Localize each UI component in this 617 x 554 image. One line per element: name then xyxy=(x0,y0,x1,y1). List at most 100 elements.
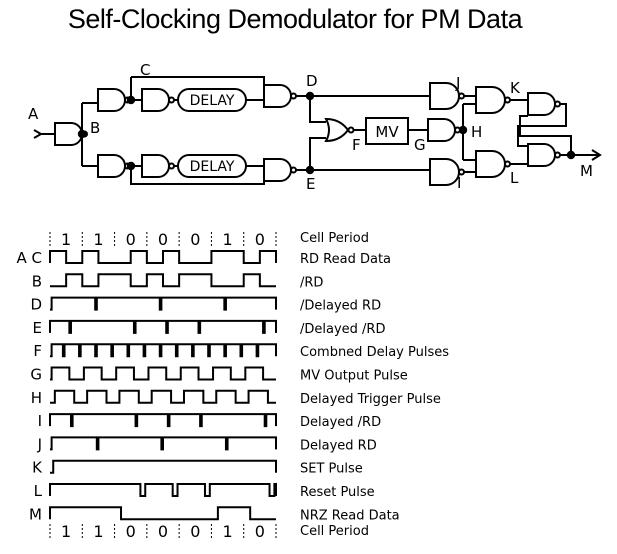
node-label-d: D xyxy=(306,72,318,90)
cell-period-row: 1 1 0 0 0 1 0 xyxy=(49,230,277,249)
junction-dot xyxy=(77,129,87,139)
inverter-bubble xyxy=(504,96,511,104)
lower-pre-delay-gate xyxy=(141,154,170,178)
latch-feedback-wire xyxy=(517,103,567,147)
cell-bit-label: 1 xyxy=(93,230,103,249)
timing-row-label: /Delayed RD xyxy=(300,299,381,314)
timing-row-key: I xyxy=(38,412,42,430)
mv-label: MV xyxy=(375,123,399,141)
node-label-a: A xyxy=(28,105,39,123)
timing-row-key: B xyxy=(32,272,42,290)
wire xyxy=(130,77,142,101)
waveform xyxy=(49,319,277,334)
timing-row-label: RD Read Data xyxy=(300,252,391,267)
inverter-bubble xyxy=(347,126,355,134)
node-label-c: C xyxy=(140,61,150,79)
timing-row: M NRZ Read Data xyxy=(29,505,400,523)
cell-bit-label: 0 xyxy=(158,522,168,541)
timing-row-key: H xyxy=(31,389,42,407)
waveform xyxy=(50,459,277,474)
waveform xyxy=(49,506,276,521)
i-gate xyxy=(429,158,460,186)
cell-bit-label: 1 xyxy=(222,522,232,541)
timing-row-key: M xyxy=(29,505,42,523)
node-label-e: E xyxy=(306,175,315,193)
timing-row-key: D xyxy=(30,296,42,314)
timing-row-key: J xyxy=(37,435,42,453)
inverter-bubble xyxy=(290,166,297,174)
node-label-h: H xyxy=(471,123,482,141)
g-inverter-gate xyxy=(427,118,456,142)
timing-row-label: SET Pulse xyxy=(300,462,363,477)
wire xyxy=(309,96,326,123)
timing-row-key: F xyxy=(33,342,42,360)
delay-element: DELAY xyxy=(177,88,247,112)
timing-row-key: L xyxy=(34,482,43,500)
cell-bit-label: 0 xyxy=(255,230,265,249)
latch-feedback-wire xyxy=(519,115,572,155)
timing-row-label: Reset Pulse xyxy=(300,485,375,500)
waveform xyxy=(49,413,277,428)
inverter-bubble xyxy=(168,162,175,170)
wire xyxy=(309,137,326,170)
node-label-l: L xyxy=(510,169,519,187)
timing-row-key: A C xyxy=(16,249,42,267)
input-arrow xyxy=(33,129,44,139)
latch-set-gate xyxy=(527,92,556,116)
inverter-bubble xyxy=(290,92,297,100)
upper-pre-delay-gate xyxy=(141,88,170,112)
lower-inverter-gate xyxy=(97,154,126,178)
cell-bit-label: 1 xyxy=(222,230,232,249)
timing-row: K SET Pulse xyxy=(32,459,363,477)
timing-row-key: G xyxy=(30,366,42,384)
node-label-i: I xyxy=(457,174,461,192)
timing-row: L Reset Pulse xyxy=(34,482,375,500)
timing-row: A C RD Read Data xyxy=(16,249,391,267)
cell-bit-label: 1 xyxy=(61,522,71,541)
cell-bit-label: 0 xyxy=(190,522,200,541)
timing-row: D/Delayed RD xyxy=(30,296,381,314)
timing-row: J Delayed RD xyxy=(37,435,377,453)
cell-period-label: Cell Period xyxy=(300,524,369,539)
timing-row-label: /RD xyxy=(300,275,323,290)
cell-bit-label: 0 xyxy=(158,230,168,249)
upper-combine-gate xyxy=(263,84,292,108)
inverter-bubble xyxy=(504,160,511,168)
timing-row: E/Delayed /RD xyxy=(33,319,386,337)
inverter-bubble xyxy=(554,100,561,108)
waveform xyxy=(49,483,277,497)
node-label-g: G xyxy=(414,136,426,154)
cell-bit-label: 0 xyxy=(255,522,265,541)
waveform xyxy=(50,343,277,358)
cell-bit-label: 0 xyxy=(126,230,136,249)
timing-row-label: NRZ Read Data xyxy=(300,508,400,523)
timing-row-label: Delayed RD xyxy=(300,438,377,453)
cell-bit-label: 0 xyxy=(190,230,200,249)
output-arrow xyxy=(591,149,602,161)
inverter-bubble xyxy=(554,151,561,159)
cell-bit-label: 0 xyxy=(126,522,136,541)
k-gate xyxy=(475,86,506,114)
waveform xyxy=(50,273,276,288)
inverter-bubble xyxy=(458,92,465,100)
diagram-title: Self-Clocking Demodulator for PM Data xyxy=(67,4,523,34)
waveform xyxy=(49,250,277,264)
timing-row-key: E xyxy=(33,319,42,337)
node-label-k: K xyxy=(510,79,521,97)
upper-inverter-gate xyxy=(97,88,126,112)
lower-combine-gate xyxy=(263,158,292,182)
latch-reset-gate xyxy=(527,143,556,167)
cell-bit-label: 1 xyxy=(61,230,71,249)
j-gate xyxy=(429,82,460,110)
waveform xyxy=(50,366,276,381)
l-gate xyxy=(475,150,506,178)
timing-row: B/RD xyxy=(32,272,324,290)
timing-row-key: K xyxy=(32,459,43,477)
